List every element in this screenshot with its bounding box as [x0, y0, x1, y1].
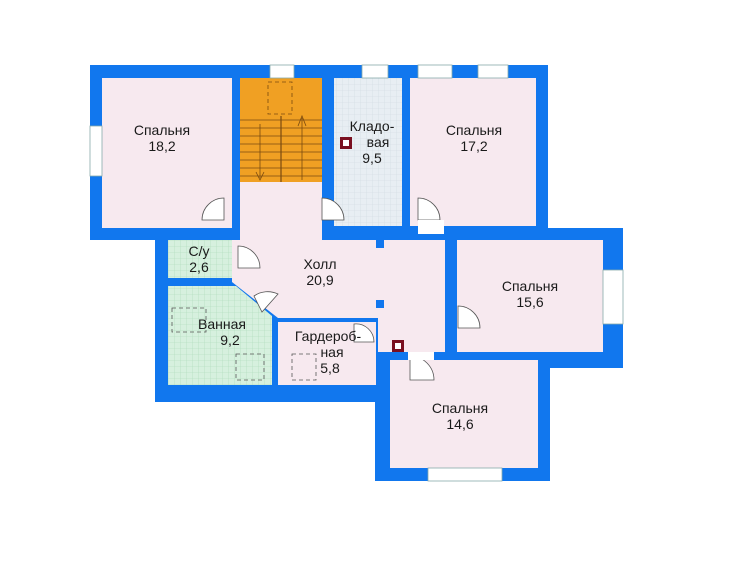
room-label-bedroom-2: Спальня 17,2	[434, 122, 514, 154]
window-storage	[361, 64, 389, 79]
door-bathroom	[253, 291, 279, 313]
room-name: С/у	[188, 243, 210, 259]
room-name: Ванная	[198, 316, 246, 332]
room-label-bathroom: Ванная 9,2	[182, 316, 262, 348]
room-area: 20,9	[306, 272, 334, 288]
tile-wc	[168, 240, 232, 278]
room-area: 14,6	[446, 416, 474, 432]
door-bedroom-2-gap	[418, 220, 444, 234]
floor-hall	[232, 182, 445, 352]
tile-storage	[334, 78, 402, 226]
room-area: 5,8	[320, 360, 340, 376]
room-label-hall: Холл 20,9	[290, 256, 350, 288]
room-name: Гардероб-	[294, 328, 362, 344]
door-bedroom-4-gap	[408, 352, 434, 360]
wardrobe-fixture-outline	[291, 353, 317, 381]
room-area: 18,2	[148, 138, 176, 154]
vents	[340, 137, 404, 352]
room-label-bedroom-1: Спальня 18,2	[122, 122, 202, 154]
room-label-wardrobe: Гардероб- ная 5,8	[280, 328, 376, 376]
window-bedroom-4	[427, 467, 503, 482]
room-area: 2,6	[189, 259, 209, 275]
room-label-bedroom-4: Спальня 14,6	[420, 400, 500, 432]
room-area: 17,2	[460, 138, 488, 154]
room-name-cont: вая	[366, 134, 390, 150]
room-label-storage: Кладо- вая 9,5	[340, 118, 404, 166]
door-wardrobe	[353, 323, 375, 343]
room-area: 9,5	[362, 150, 382, 166]
window-bedroom-3	[602, 269, 624, 325]
room-name: Спальня	[445, 122, 503, 138]
tile-bathroom	[168, 286, 272, 385]
room-area: 15,6	[516, 294, 544, 310]
room-name: Спальня	[431, 400, 489, 416]
column-hall-top	[376, 240, 384, 248]
windows	[89, 64, 624, 482]
floor-bedroom-3	[457, 240, 603, 352]
door-bedroom-2	[417, 197, 441, 221]
doors	[201, 197, 481, 381]
room-name: Кладо-	[349, 118, 395, 134]
floor-bedroom-2	[410, 78, 536, 226]
room-name: Холл	[303, 256, 337, 272]
room-label-wc: С/у 2,6	[176, 243, 222, 275]
window-bedroom-2-right	[477, 64, 509, 79]
room-area: 9,2	[220, 332, 240, 348]
door-storage	[321, 197, 345, 221]
window-bedroom-2-left	[417, 64, 453, 79]
room-name: Спальня	[133, 122, 191, 138]
bathtub-outline	[171, 307, 207, 333]
stairs	[240, 81, 322, 182]
door-bedroom-1	[201, 197, 225, 221]
column-hall-mid	[376, 300, 384, 308]
fixtures	[171, 307, 317, 381]
door-bedroom-3	[457, 305, 481, 329]
room-name-cont: ная	[320, 344, 344, 360]
door-wc	[237, 245, 261, 269]
bathroom-fixture-outline	[235, 353, 265, 381]
window-bedroom-1	[89, 125, 103, 177]
window-stairs	[269, 64, 295, 79]
room-name: Спальня	[501, 278, 559, 294]
room-label-bedroom-3: Спальня 15,6	[490, 278, 570, 310]
